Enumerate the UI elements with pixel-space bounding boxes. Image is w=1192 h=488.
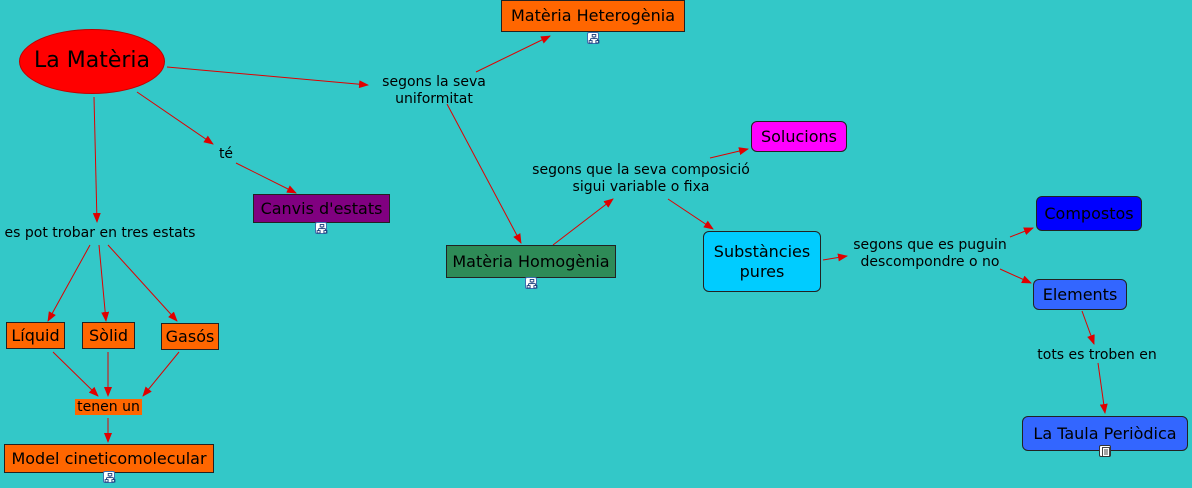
link-line xyxy=(52,351,99,397)
concept-solucions[interactable]: Solucions xyxy=(751,121,847,152)
link-label-uniformitat[interactable]: segons la seva uniformitat xyxy=(382,74,486,107)
link-line xyxy=(999,268,1032,284)
concept-map-icon[interactable] xyxy=(315,222,328,234)
link-line xyxy=(822,253,848,262)
link-line xyxy=(92,96,101,223)
concept-map-icon[interactable] xyxy=(103,471,116,483)
link-line xyxy=(235,162,297,194)
link-line xyxy=(446,103,522,244)
concept-substancies-pures[interactable]: Substàncies pures xyxy=(703,231,821,292)
link-line xyxy=(98,244,110,322)
concept-compostos[interactable]: Compostos xyxy=(1036,196,1142,231)
link-line xyxy=(709,147,749,159)
concept-canvis-estats[interactable]: Canvis d'estats xyxy=(253,194,390,223)
link-line xyxy=(552,198,614,246)
link-line xyxy=(136,91,214,145)
concept-materia-homogenia[interactable]: Matèria Homogènia xyxy=(446,245,616,278)
link-line xyxy=(47,244,91,322)
link-line xyxy=(166,66,369,89)
concept-la-materia[interactable]: La Matèria xyxy=(19,29,165,94)
concept-elements[interactable]: Elements xyxy=(1033,279,1127,310)
link-line xyxy=(475,35,551,73)
link-label-tenen-un[interactable]: tenen un xyxy=(75,399,142,415)
link-line xyxy=(1009,227,1034,238)
link-label-composicio[interactable]: segons que la seva composició sigui vari… xyxy=(532,162,750,195)
link-line xyxy=(142,351,180,397)
link-line xyxy=(1081,310,1095,345)
link-label-troben[interactable]: tots es troben en xyxy=(1037,346,1157,363)
concept-materia-heterogenia[interactable]: Matèria Heterogènia xyxy=(501,0,685,32)
concept-map-icon[interactable] xyxy=(587,32,600,44)
concept-solid[interactable]: Sòlid xyxy=(82,322,135,349)
link-line xyxy=(107,244,178,322)
document-icon[interactable] xyxy=(1099,445,1111,457)
concept-liquid[interactable]: Líquid xyxy=(6,322,65,349)
link-label-estats[interactable]: es pot trobar en tres estats xyxy=(4,224,196,241)
concept-map-icon[interactable] xyxy=(525,277,538,289)
concept-gasos[interactable]: Gasós xyxy=(161,323,219,350)
concept-model-cineticomolecular[interactable]: Model cineticomolecular xyxy=(4,444,214,473)
concept-taula-periodica[interactable]: La Taula Periòdica xyxy=(1022,416,1188,451)
link-label-te[interactable]: té xyxy=(218,145,234,162)
link-label-descompondre[interactable]: segons que es puguin descompondre o no xyxy=(853,237,1007,270)
link-line xyxy=(1097,362,1108,414)
link-line xyxy=(667,198,714,230)
